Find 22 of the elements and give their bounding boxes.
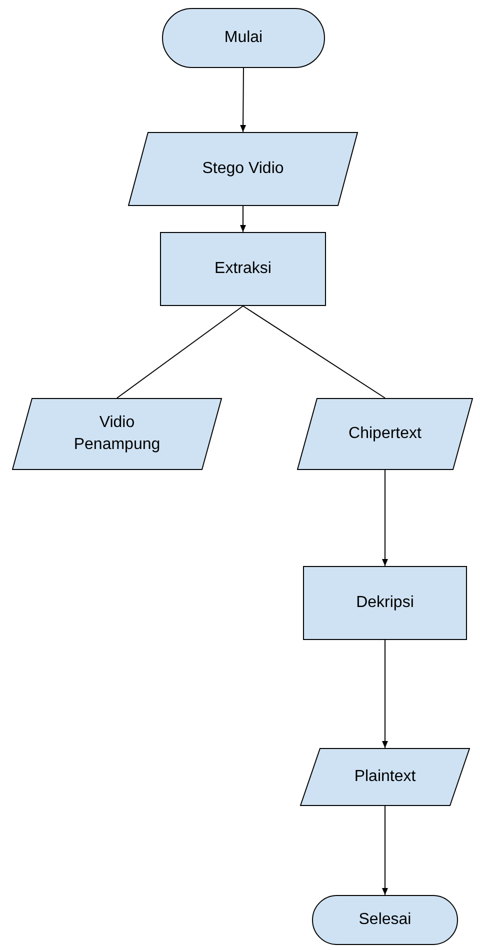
node-label: Vidio Penampung bbox=[72, 413, 162, 455]
node-label: Stego Vidio bbox=[202, 159, 284, 179]
node-label: Plaintext bbox=[354, 767, 416, 787]
connector-line bbox=[242, 306, 386, 398]
data-parallelogram bbox=[12, 398, 222, 470]
node-label: Mulai bbox=[224, 28, 263, 48]
arrow bbox=[240, 206, 246, 232]
node-label: Extraksi bbox=[214, 259, 272, 279]
process-box bbox=[160, 232, 326, 306]
node-label: Dekripsi bbox=[356, 593, 414, 613]
process-box bbox=[303, 566, 467, 640]
arrow bbox=[240, 68, 246, 132]
data-parallelogram bbox=[300, 748, 470, 806]
data-parallelogram bbox=[128, 132, 358, 206]
terminal-shape bbox=[312, 895, 458, 945]
arrow bbox=[382, 640, 388, 748]
node-label: Chipertext bbox=[348, 424, 422, 444]
arrow bbox=[382, 806, 388, 896]
data-parallelogram bbox=[297, 398, 473, 470]
arrow bbox=[382, 470, 388, 566]
connector-line bbox=[116, 306, 244, 398]
node-label: Selesai bbox=[358, 910, 412, 930]
